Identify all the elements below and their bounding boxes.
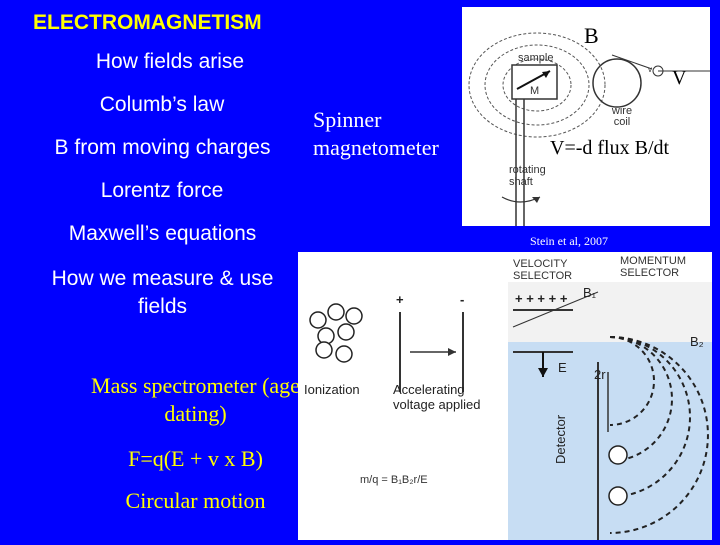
m-label: M: [530, 85, 540, 97]
e-label: E: [558, 360, 567, 375]
spectrometer-drawing: [309, 282, 712, 540]
v-label: V: [672, 67, 687, 89]
item-lorentz-force: Lorentz force: [100, 179, 224, 202]
ion-cluster: [309, 303, 363, 363]
plus-plate-label: +: [396, 292, 404, 307]
accel-arrowhead: [448, 348, 456, 356]
wire-coil-label: wire coil: [611, 105, 633, 128]
induction-formula: V=-d flux B/dt: [550, 137, 670, 159]
velocity-selector-label: VELOCITY SELECTOR: [513, 258, 573, 282]
item-maxwells-equations: Maxwell’s equations: [68, 222, 257, 245]
field-lines: [468, 32, 606, 138]
rotation-arrowhead: [532, 197, 540, 203]
b-label: B: [584, 23, 599, 48]
magnetometer-drawing: [468, 32, 710, 226]
coil-lead: [611, 54, 653, 70]
rotating-shaft-label: rotating shaft: [509, 164, 546, 188]
ionization-label: Ionization: [304, 382, 360, 397]
plus-row-label: + + + + +: [515, 291, 568, 306]
sample-label: sample: [518, 52, 554, 64]
item-mass-spectrometer: Mass spectrometer (age dating): [91, 373, 300, 426]
item-lorentz-equation: F=q(E + v x B): [128, 446, 263, 471]
momentum-selector-label: MOMENTUM SELECTOR: [620, 255, 686, 279]
item-how-fields-arise: How fields arise: [95, 50, 245, 73]
spectrometer-equation: m/q = B₁B₂r/E: [360, 474, 428, 486]
slide-title: ELECTROMAGNETISM: [33, 11, 262, 34]
detected-ions: [608, 445, 628, 506]
detector-label: Detector: [553, 414, 568, 464]
v-small-label: v: [648, 65, 652, 74]
magnetometer-diagram: B V V=-d flux B/dt sample M v wire coil …: [462, 7, 710, 226]
selector-region: [508, 282, 712, 342]
mass-spectrometer-diagram: Ionization Accelerating voltage applied …: [298, 252, 712, 540]
minus-plate-label: -: [460, 292, 465, 307]
e-arrowhead: [538, 368, 548, 377]
accelerating-label: Accelerating voltage applied: [393, 382, 481, 412]
wire-coil-ring: [592, 58, 642, 108]
momentum-field-region: [508, 342, 712, 540]
spinner-magnetometer-label: Spinner magnetometer: [313, 107, 439, 160]
citation: Stein et al, 2007: [530, 234, 608, 248]
b1-label: B₁: [583, 285, 597, 300]
ion-trajectories: [609, 336, 709, 534]
two-r-label: 2r: [594, 367, 606, 382]
magnet-arrowhead: [542, 71, 550, 78]
b1-pointer: [512, 291, 599, 328]
b2-label: B₂: [690, 334, 704, 349]
item-b-from-moving-charges: B from moving charges: [54, 136, 271, 159]
item-columbs-law: Columb’s law: [99, 93, 225, 116]
item-circular-motion: Circular motion: [125, 488, 266, 513]
item-measure-use-fields: How we measure & use fields: [51, 267, 274, 318]
